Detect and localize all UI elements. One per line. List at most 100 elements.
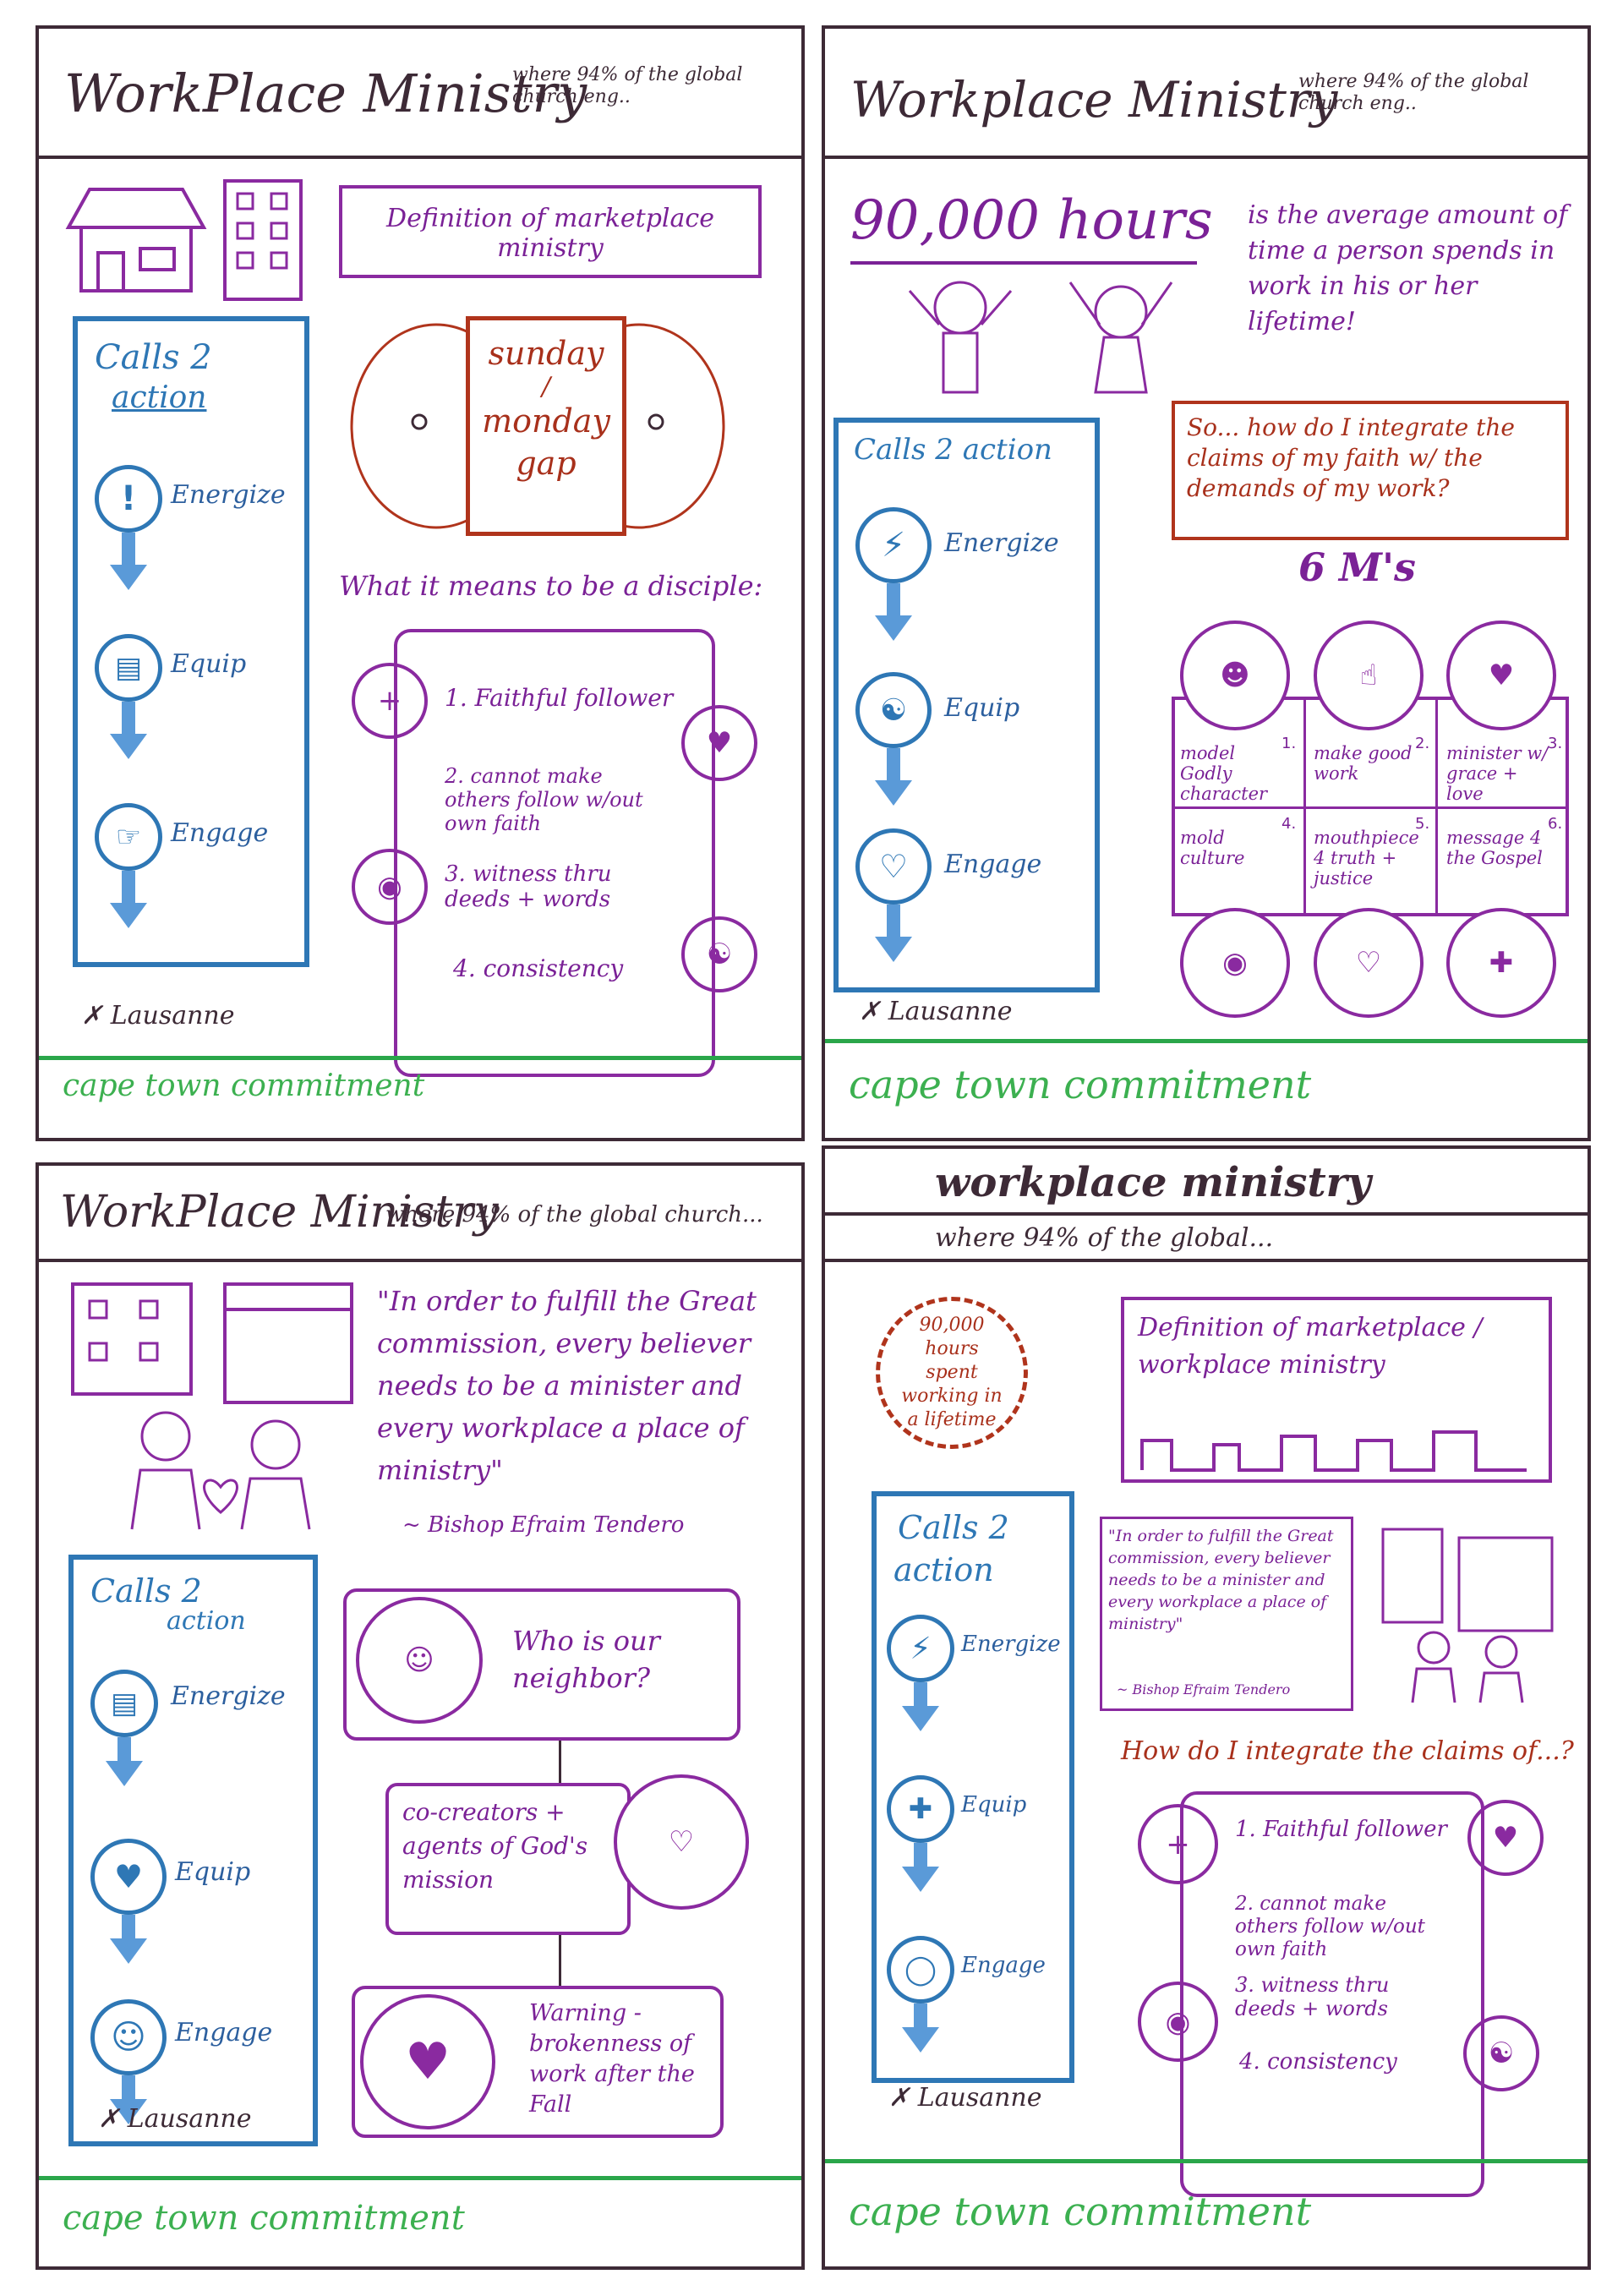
cross-icon: +: [1138, 1804, 1218, 1884]
handshake-icon: ☯: [681, 916, 757, 992]
quote-box: [1100, 1517, 1353, 1711]
m-item: mold culture: [1180, 828, 1245, 868]
panel-footer: cape town commitment: [825, 2159, 1587, 2273]
person-heart-icon: ☻: [1180, 620, 1290, 730]
panel-subtitle: where 94% of the global...: [935, 1223, 1274, 1253]
chat-icon: ◯: [887, 1936, 954, 2004]
panel-title: workplace ministry: [935, 1159, 1371, 1206]
integrate-heading: How do I integrate the claims of...?: [1121, 1736, 1574, 1766]
step-label: Equip: [175, 1857, 251, 1887]
lausanne-logo: ✗ Lausanne: [859, 997, 1013, 1026]
logo-text: Lausanne: [917, 2083, 1042, 2113]
disciple-item-1: 1. Faithful follower: [1235, 1817, 1447, 1842]
calls-title-line-2: action: [112, 380, 207, 415]
m-item: message 4 the Gospel: [1446, 828, 1543, 868]
wave-icon: ☞: [95, 803, 162, 871]
calls-title-line-1: Calls 2: [95, 338, 212, 377]
gap-word-3: monday: [482, 402, 610, 440]
calls-title: Calls 2 action: [854, 433, 1052, 467]
gap-word-4: gap: [516, 445, 577, 482]
lausanne-logo: ✗ Lausanne: [98, 2104, 252, 2134]
panel-subtitle: where 94% of the global church eng..: [1298, 71, 1529, 114]
handshake-icon: ☯: [1463, 2015, 1539, 2091]
m-number: 6.: [1548, 815, 1563, 833]
warning-box: [352, 1986, 724, 2138]
panel-header: WorkPlace Ministry where 94% of the glob…: [39, 29, 801, 159]
hands-globe-icon: ◉: [1180, 908, 1290, 1018]
m-item: minister w/ grace + love: [1446, 743, 1549, 804]
heart-cross-icon: ♥: [90, 1839, 167, 1915]
panel-header: workplace ministry where 94% of the glob…: [825, 1149, 1587, 1262]
people-talking-icon: ☺: [356, 1597, 483, 1724]
m-number: 1.: [1281, 735, 1297, 752]
panel-title: WorkPlace Ministry: [64, 63, 587, 124]
gap-word-1: sunday: [488, 335, 604, 372]
logo-text: Lausanne: [888, 997, 1013, 1026]
hours-description: is the average amount of time a person s…: [1248, 200, 1568, 336]
quote: "In order to fulfill the Great commissio…: [377, 1285, 757, 1486]
thumbs-up-icon: ☝: [1314, 620, 1424, 730]
definition-text: Definition of marketplace / workplace mi…: [1138, 1313, 1483, 1380]
broken-heart-icon: ♥: [360, 1994, 495, 2129]
m-item: make good work: [1314, 743, 1413, 784]
step-label: Engage: [961, 1953, 1046, 1978]
lausanne-logo: ✗ Lausanne: [888, 2083, 1042, 2113]
m-number: 4.: [1281, 815, 1297, 833]
neighbor-box: [343, 1588, 740, 1741]
quote-author: ~ Bishop Efraim Tendero: [1117, 1681, 1291, 1697]
document-icon: ▤: [95, 634, 162, 702]
cross-icon: +: [352, 663, 428, 739]
gap-word-2: /: [541, 372, 551, 402]
step-label: Equip: [961, 1792, 1027, 1818]
quote: "In order to fulfill the Great commissio…: [1108, 1527, 1334, 1633]
smile-icon: ☺: [90, 1999, 167, 2075]
praying-face-icon: ♡: [614, 1774, 749, 1910]
disciple-item-4: 4. consistency: [1239, 2049, 1397, 2075]
globe-icon: ◉: [1138, 1982, 1218, 2062]
footer-text: cape town commitment: [849, 1062, 1312, 1107]
calls-title-line-2: action: [167, 1606, 246, 1636]
hours-badge-text: 90,000 hours spent working in a lifetime: [901, 1315, 1003, 1430]
cocreators-text: co-creators + agents of God's mission: [402, 1798, 588, 1894]
warning-text: Warning - brokenness of work after the F…: [529, 2000, 695, 2118]
step-label: Energize: [171, 480, 286, 510]
integrate-question-box: So... how do I integrate the claims of m…: [1172, 401, 1569, 540]
disciple-item-3: 3. witness thru deeds + words: [1235, 1973, 1390, 2020]
bible-icon: ✚: [1446, 908, 1556, 1018]
step-label: Engage: [175, 2018, 273, 2047]
panel-4: workplace ministry where 94% of the glob…: [822, 1145, 1591, 2270]
footer-text: cape town commitment: [63, 1069, 425, 1103]
quote-author: ~ Bishop Efraim Tendero: [402, 1512, 685, 1538]
m-item: model Godly character: [1180, 743, 1268, 804]
calls-to-action-panel: Calls 2 action ⚡ Energize ✚ Equip ◯ Enga…: [872, 1491, 1074, 2083]
step-label: Energize: [171, 1681, 286, 1711]
definition-box: [1121, 1297, 1552, 1483]
step-label: Engage: [944, 850, 1042, 879]
hours-headline: 90,000 hours: [850, 189, 1213, 252]
calls-to-action-panel: Calls 2 action ! Energize ▤ Equip ☞ Enga…: [73, 316, 309, 967]
definition-box: Definition of marketplace ministry: [339, 185, 762, 278]
lightning-icon: ⚡: [855, 507, 932, 583]
calls-title-line-1: Calls 2: [898, 1509, 1009, 1546]
calls-title-line-1: Calls 2: [90, 1572, 202, 1610]
store-icon: [65, 188, 207, 292]
panel-1: WorkPlace Ministry where 94% of the glob…: [36, 25, 805, 1141]
m-item: mouthpiece 4 truth + justice: [1314, 828, 1419, 888]
calls-to-action-panel: Calls 2 action ⚡ Energize ☯ Equip ♡ Enga…: [833, 418, 1100, 992]
buildings-people-illustration: [1381, 1528, 1554, 1703]
hours-badge: 90,000 hours spent working in a lifetime: [876, 1297, 1028, 1449]
step-label: Equip: [944, 693, 1020, 723]
disciple-heading: What it means to be a disciple:: [339, 570, 763, 602]
m-number: 2.: [1415, 735, 1430, 752]
footer-text: cape town commitment: [63, 2199, 465, 2238]
cheering-people-illustration: [908, 281, 1173, 394]
logo-text: Lausanne: [127, 2104, 252, 2134]
lightning-icon: ⚡: [887, 1615, 954, 1682]
disciple-item-1: 1. Faithful follower: [445, 684, 674, 712]
buildings-people-illustration: [71, 1282, 353, 1530]
m-number: 3.: [1548, 735, 1563, 752]
disciple-item-2: 2. cannot make others follow w/out own f…: [1235, 1893, 1425, 1960]
six-ms-heading: 6 M's: [1298, 544, 1416, 590]
panel-title: WorkPlace Ministry: [60, 1187, 499, 1238]
skyline-icon: [1140, 1430, 1527, 1472]
